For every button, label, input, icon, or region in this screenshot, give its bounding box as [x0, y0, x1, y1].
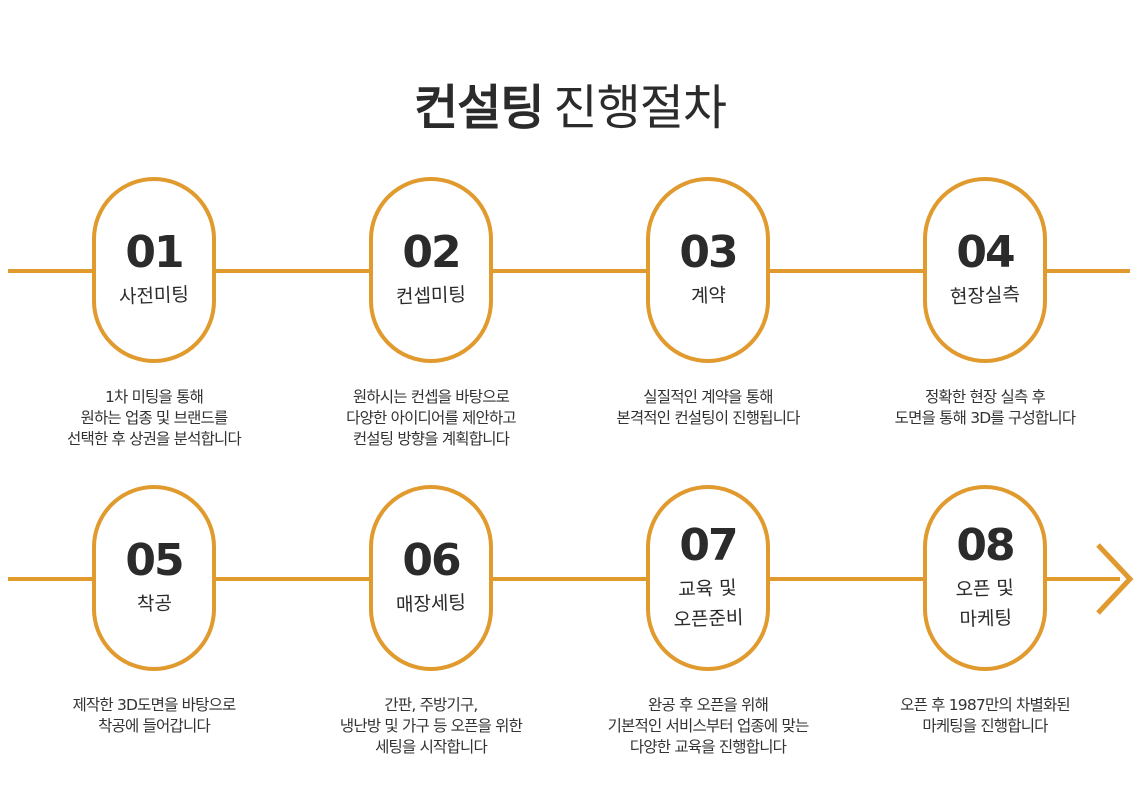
step-description-line: 다양한 교육을 진행합니다 [629, 738, 787, 756]
step-name-line: 컨셉미팅 [395, 283, 467, 309]
timeline-line-row-2 [8, 577, 1120, 581]
step-description-line: 선택한 후 상권을 분석합니다 [67, 430, 242, 448]
step-05: 05 착공 [92, 485, 216, 671]
step-number: 03 [679, 227, 738, 278]
step-description-line: 착공에 들어갑니다 [98, 717, 211, 735]
step-name-line: 교육 및 [677, 576, 738, 602]
step-description-line: 세팅을 시작합니다 [375, 738, 488, 756]
arrow-right-icon [1096, 543, 1134, 615]
step-description-line: 마케팅을 진행합니다 [922, 717, 1048, 735]
step-name: 컨셉미팅 [396, 280, 467, 312]
step-name: 매장세팅 [396, 588, 467, 620]
step-number: 06 [402, 535, 461, 586]
step-description-line: 본격적인 컨설팅이 진행됩니다 [616, 409, 800, 427]
step-name-line: 착공 [136, 592, 172, 616]
step-description-line: 컨설팅 방향을 계획합니다 [352, 430, 510, 448]
step-name-line: 현장실측 [949, 283, 1021, 309]
step-number: 05 [125, 535, 184, 586]
step-04: 04 현장실측 [923, 177, 1047, 363]
step-number: 01 [125, 227, 184, 278]
step-description-line: 원하시는 컨셉을 바탕으로 [352, 388, 510, 406]
step-description-line: 실질적인 계약을 통해 [643, 388, 773, 406]
step-name-line: 마케팅 [958, 607, 1013, 631]
step-06: 06 매장세팅 [369, 485, 493, 671]
step-name-line: 매장세팅 [395, 591, 467, 617]
page-title-bold: 컨설팅 [413, 80, 544, 137]
step-number: 04 [956, 227, 1015, 278]
step-description-line: 정확한 현장 실측 후 [924, 388, 1046, 406]
step-name: 현장실측 [950, 280, 1021, 312]
step-name: 사전미팅 [119, 280, 190, 312]
step-02: 02 컨셉미팅 [369, 177, 493, 363]
timeline-line-row-1 [8, 269, 1130, 273]
page-title-light: 진행절차 [553, 80, 727, 137]
step-description-line: 오픈 후 1987만의 차별화된 [900, 696, 1071, 714]
step-description-line: 간판, 주방기구, [384, 696, 478, 714]
step-name: 계약 [690, 280, 726, 311]
step-number: 02 [402, 227, 461, 278]
step-name: 착공 [136, 588, 172, 619]
step-name-line: 오픈 및 [954, 576, 1015, 602]
step-description-line: 기본적인 서비스부터 업종에 맞는 [607, 717, 810, 735]
step-number: 07 [679, 520, 738, 571]
step-description-line: 1차 미팅을 통해 [104, 388, 204, 406]
step-description-line: 도면을 통해 3D를 구성합니다 [894, 409, 1076, 427]
step-name-line: 사전미팅 [118, 283, 190, 309]
step-description-line: 다양한 아이디어를 제안하고 [346, 409, 517, 427]
step-03: 03 계약 [646, 177, 770, 363]
step-name-line: 계약 [690, 284, 726, 308]
step-number: 08 [956, 520, 1015, 571]
step-description-line: 완공 후 오픈을 위해 [647, 696, 769, 714]
step-description-line: 제작한 3D도면을 바탕으로 [72, 696, 236, 714]
step-01: 01 사전미팅 [92, 177, 216, 363]
step-name-line: 오픈준비 [673, 606, 744, 632]
step-description-line: 원하는 업종 및 브랜드를 [80, 409, 229, 427]
step-description-line: 냉난방 및 가구 등 오픈을 위한 [339, 717, 523, 735]
